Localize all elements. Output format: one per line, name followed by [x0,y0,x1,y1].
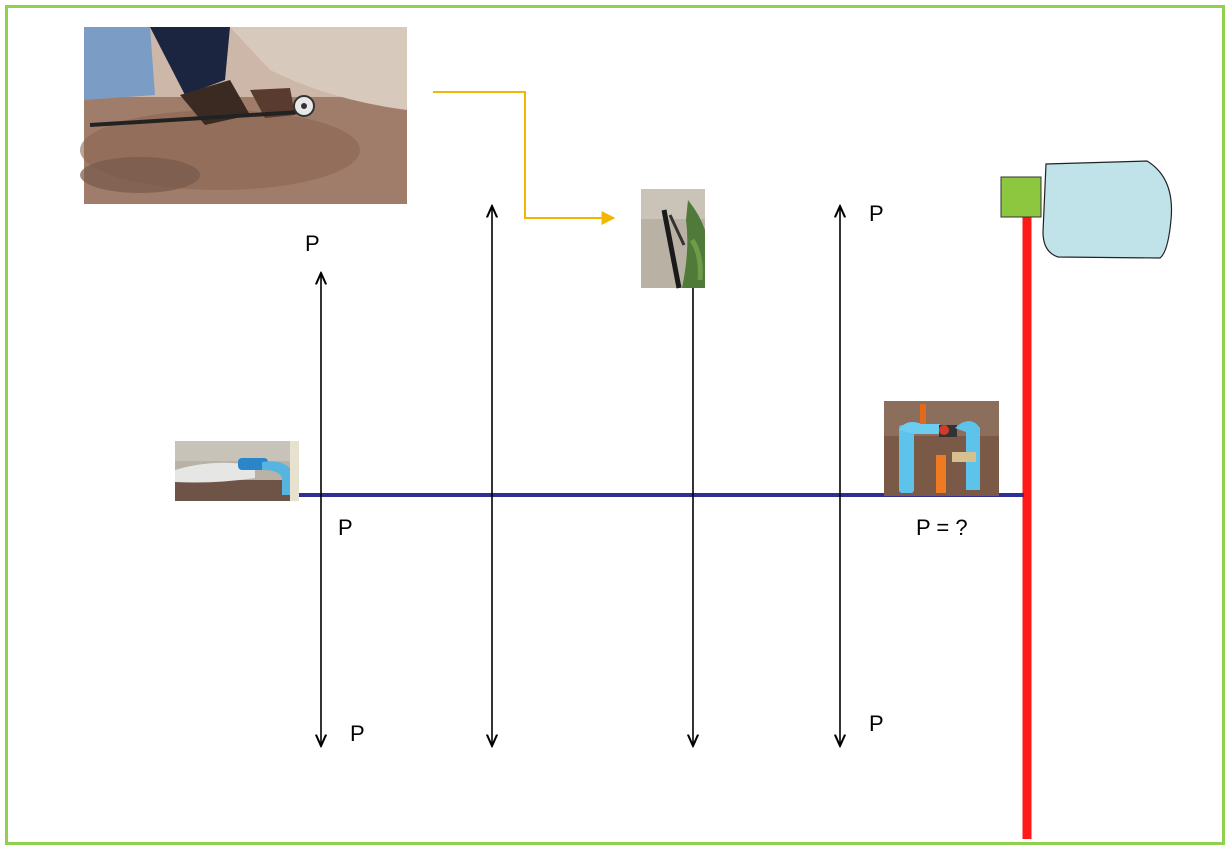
tank-icon [1042,160,1173,259]
pressure-label-mid-left: P [338,515,353,540]
connector-arrow [433,91,616,225]
dripline-photo [641,189,705,289]
pressure-label-unknown: P = ? [916,515,968,540]
pressure-label-top-right: P [869,201,884,226]
pump-icon [1000,176,1042,218]
pressure-label-bottom-left: P [350,721,365,746]
pressure-gauge-photo [80,27,407,204]
pressure-label-top-left: P [305,231,320,256]
valve-assembly-photo [884,401,999,496]
pressure-label-bottom-right: P [869,711,884,736]
pipe-outlet-photo [175,441,299,501]
